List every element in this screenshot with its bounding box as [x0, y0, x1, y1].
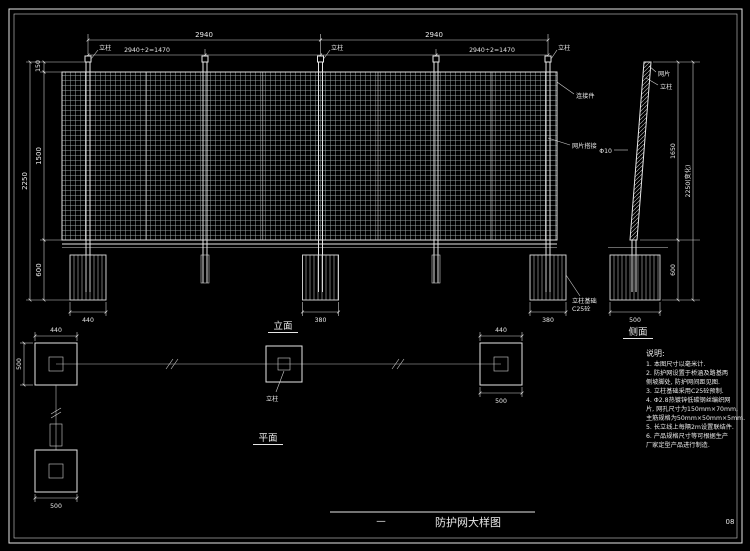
post-foundation-5 [529, 254, 567, 301]
note-line: 片, 网孔尺寸为150mm×70mm, [646, 405, 738, 413]
plan-view: 440 500 440 500 500 立柱 平面 [16, 327, 524, 510]
notes-title: 说明: [646, 348, 665, 358]
dim-foundation-widths: 440 380 380 [68, 302, 568, 324]
dim-label-half-right: 2940÷2=1470 [469, 47, 515, 54]
post1-label: 立柱 [99, 44, 111, 52]
dim-side-buried: 600 [670, 264, 677, 276]
border-frame [8, 8, 743, 544]
dim-side-chain: 1650 600 2250(变化) [640, 60, 700, 302]
dim-top-spans: 2940 2940 2940÷2=1470 2940÷2=1470 [86, 31, 550, 57]
dim-side-foundation: 500 [608, 302, 662, 324]
break-symbol-3 [50, 407, 62, 419]
note-line: 侧坡脚处, 防护网间距见图. [646, 378, 720, 386]
dim-side-found-width: 500 [629, 317, 641, 324]
dim-plan-bottom-square: 500 [33, 494, 79, 510]
elevation-view: 2940 2940 2940÷2=1470 2940÷2=1470 立柱 立柱 … [21, 31, 597, 333]
dim-plan-left-side: 500 [16, 341, 33, 387]
dim-label-half-left: 2940÷2=1470 [124, 47, 170, 54]
dim-plan-right-bottom-label: 500 [495, 398, 507, 405]
break-symbol-1 [165, 358, 179, 370]
dim-side-above: 1650 [670, 143, 677, 159]
mesh-panel [61, 71, 558, 241]
foundation-label-2: C25砼 [572, 305, 591, 313]
dim-left-buried: 600 [35, 263, 43, 276]
plan-post-label: 立柱 [266, 395, 278, 403]
mesh-callouts: 连接件 网片搭接 [547, 81, 597, 150]
sheet-dash: — [376, 516, 386, 527]
break-symbol-2 [391, 358, 405, 370]
side-post-label: 立柱 [660, 83, 672, 91]
post-foundation-3 [302, 254, 339, 301]
sheet-number: 08 [726, 518, 735, 526]
mesh-lap-label: 网片搭接 [572, 142, 597, 150]
note-line: 3. 立柱基础采用C25砼预制. [646, 387, 724, 395]
dim-plan-left-side-label: 500 [16, 358, 23, 370]
dim-plan-bottom-sq-label: 500 [50, 503, 62, 510]
dim-plan-right-top-label: 440 [495, 327, 507, 334]
side-hole-label: Φ10 [599, 148, 612, 155]
dim-side-total: 2250(变化) [684, 165, 692, 198]
notes-block: 说明: 1. 本图尺寸以毫米计. 2. 防护网设置于桥涵及路基两 侧坡脚处, 防… [646, 348, 745, 449]
foundation-label-1: 立柱基础 [572, 297, 597, 305]
dim-found1: 440 [82, 317, 94, 324]
elevation-view-label: 立面 [273, 320, 292, 332]
side-mesh-label: 网片 [658, 70, 670, 78]
note-line: 主筋规格为50mm×50mm×5mm. [646, 414, 745, 422]
dim-left-top: 150 [35, 60, 42, 72]
post-foundation-4 [431, 254, 441, 284]
side-view-label: 侧面 [628, 326, 647, 338]
note-line: 2. 防护网设置于桥涵及路基两 [646, 369, 728, 377]
dim-label-span-left: 2940 [195, 31, 213, 39]
plan-foundation-bottom [34, 449, 78, 493]
post-foundation-1 [69, 254, 107, 301]
dim-plan-right-top: 440 [478, 327, 524, 341]
dim-left-mesh: 1500 [35, 147, 43, 165]
plan-foundation-right [479, 342, 523, 386]
note-line: 1. 本图尺寸以毫米计. [646, 360, 705, 368]
post3-label: 立柱 [331, 44, 343, 52]
drawing-title: 防护网大样图 [435, 515, 501, 529]
plan-foundation-middle [265, 345, 303, 383]
dim-left-chain: 150 1500 600 2250 [21, 60, 84, 302]
dim-left-total: 2250 [21, 172, 29, 190]
post-foundation-2 [200, 254, 210, 284]
plan-view-label: 平面 [258, 433, 277, 444]
side-foundation [609, 254, 661, 301]
note-line: 4. Φ2.8热镀锌低碳钢丝编织网 [646, 396, 730, 404]
plan-post-block [49, 423, 63, 447]
dim-plan-left-top-label: 440 [50, 327, 62, 334]
dim-found5: 380 [542, 317, 554, 324]
dim-found3: 380 [315, 317, 327, 324]
side-view: 网片 立柱 Φ10 1650 600 2250(变化) 500 侧面 [599, 60, 700, 339]
note-line: 5. 长立线上每隔2m设置联结件. [646, 423, 734, 431]
title-block: — 防护网大样图 08 [330, 511, 735, 529]
dim-plan-left-top: 440 [33, 327, 79, 341]
dim-label-span-right: 2940 [425, 31, 443, 39]
post5-label: 立柱 [558, 44, 570, 52]
note-line: 6. 产品规格尺寸等可根据生产 [646, 432, 728, 440]
connector-label: 连接件 [576, 92, 595, 100]
side-post [629, 61, 652, 241]
foundation-callout: 立柱基础 C25砼 [565, 274, 597, 313]
dim-plan-right-bottom: 500 [478, 387, 524, 405]
note-line: 厂家定型产品进行制造. [646, 441, 710, 449]
post-callouts: 立柱 立柱 立柱 [90, 44, 570, 60]
